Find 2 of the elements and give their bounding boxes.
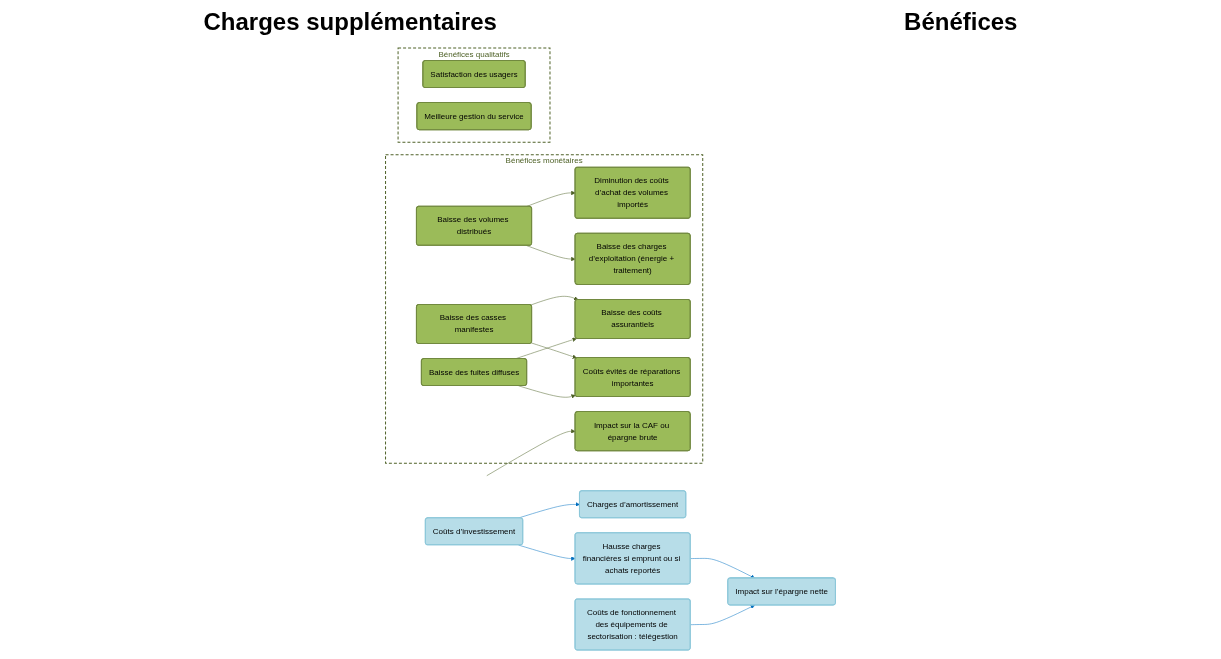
section-heading: Bénéfices [904, 8, 1018, 36]
section-heading: Charges supplémentaires [203, 8, 497, 36]
